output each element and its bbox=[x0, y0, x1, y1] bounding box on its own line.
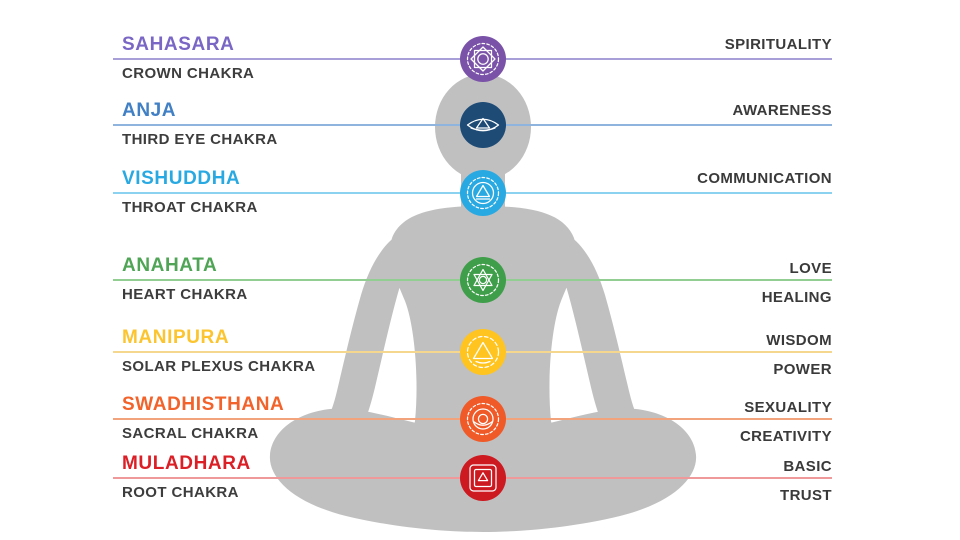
chakra-keyword: WISDOM bbox=[766, 332, 832, 349]
chakra-common-name: SOLAR PLEXUS CHAKRA bbox=[122, 358, 316, 375]
chakra-sanskrit-name: ANAHATA bbox=[122, 255, 218, 276]
solar-plexus-glyph bbox=[466, 335, 500, 369]
third-eye-chakra-icon bbox=[460, 102, 506, 148]
chakra-sanskrit-name: ANJA bbox=[122, 100, 177, 121]
chakra-common-name: THROAT CHAKRA bbox=[122, 199, 258, 216]
chakra-keyword: BASIC bbox=[783, 458, 832, 475]
chakra-sanskrit-name: SAHASARA bbox=[122, 34, 235, 55]
chakra-sanskrit-name: MANIPURA bbox=[122, 327, 230, 348]
chakra-keyword: AWARENESS bbox=[732, 102, 832, 119]
crown-chakra-icon bbox=[460, 36, 506, 82]
root-chakra-icon bbox=[460, 455, 506, 501]
chakra-sanskrit-name: SWADHISTHANA bbox=[122, 394, 285, 415]
crown-glyph bbox=[466, 42, 500, 76]
sacral-chakra-icon bbox=[460, 396, 506, 442]
chakra-keyword: POWER bbox=[773, 361, 832, 378]
heart-glyph bbox=[466, 263, 500, 297]
chakra-keyword: COMMUNICATION bbox=[697, 170, 832, 187]
chakra-sanskrit-name: MULADHARA bbox=[122, 453, 251, 474]
figure-left-arm bbox=[315, 236, 405, 445]
sacral-glyph bbox=[466, 402, 500, 436]
solar-plexus-chakra-icon bbox=[460, 329, 506, 375]
third-eye-glyph bbox=[466, 117, 500, 132]
chakra-keyword: TRUST bbox=[780, 487, 832, 504]
chakra-common-name: CROWN CHAKRA bbox=[122, 65, 255, 82]
chakra-keyword: CREATIVITY bbox=[739, 428, 832, 445]
chakra-keyword: HEALING bbox=[761, 289, 832, 306]
root-glyph bbox=[469, 464, 497, 492]
chakra-common-name: SACRAL CHAKRA bbox=[122, 425, 259, 442]
chakra-common-name: THIRD EYE CHAKRA bbox=[122, 131, 278, 148]
figure-right-arm bbox=[561, 236, 651, 445]
chakra-keyword: SEXUALITY bbox=[744, 399, 832, 416]
throat-chakra-icon bbox=[460, 170, 506, 216]
chakra-keyword: LOVE bbox=[789, 260, 832, 277]
heart-chakra-icon bbox=[460, 257, 506, 303]
chakra-common-name: ROOT CHAKRA bbox=[122, 484, 239, 501]
chakra-sanskrit-name: VISHUDDHA bbox=[122, 168, 241, 189]
figure-torso bbox=[390, 206, 576, 450]
throat-glyph bbox=[466, 176, 500, 210]
chakra-keyword: SPIRITUALITY bbox=[724, 36, 832, 53]
chakra-common-name: HEART CHAKRA bbox=[122, 286, 248, 303]
